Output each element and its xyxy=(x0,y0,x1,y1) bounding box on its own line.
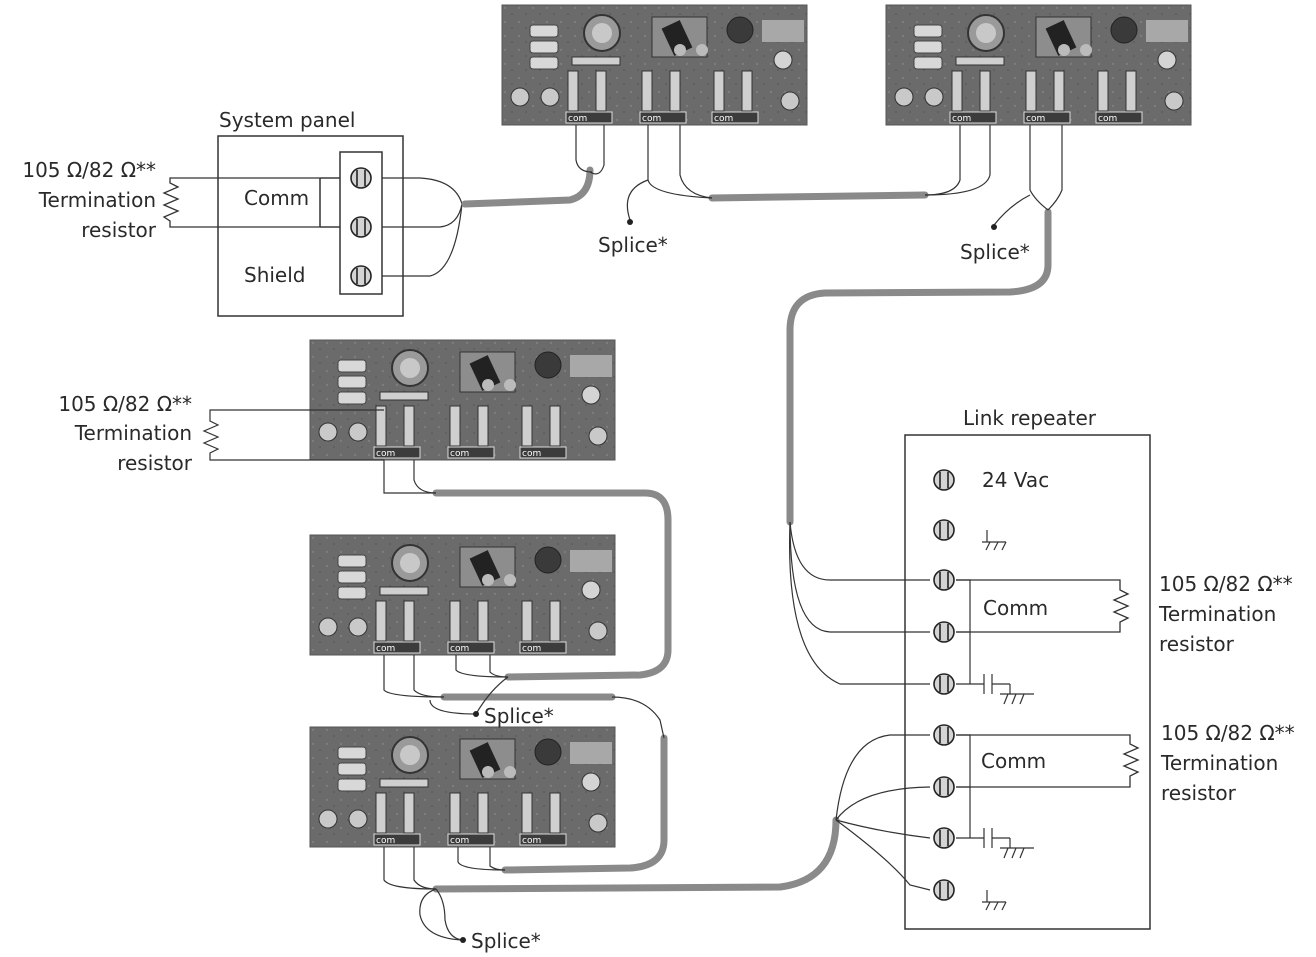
terminal-screw-icon xyxy=(933,569,955,591)
capacitor-ground-icon xyxy=(956,674,1034,705)
terminal-screw-icon xyxy=(933,519,955,541)
link-repeater-comm-label: Comm xyxy=(983,596,1049,620)
termination-label: resistor xyxy=(81,218,156,242)
termination-resistor-repeater xyxy=(956,579,1140,788)
com-terminal-label: com xyxy=(642,114,661,124)
com-terminal-label: com xyxy=(450,836,469,846)
terminal-screw-icon xyxy=(350,167,372,189)
terminal-screw-icon xyxy=(933,673,955,695)
link-repeater-title: Link repeater xyxy=(963,406,1097,430)
system-panel-wires xyxy=(382,177,463,277)
termination-label: resistor xyxy=(1161,781,1236,805)
splice-dot xyxy=(460,937,466,943)
com-terminal-label: com xyxy=(952,114,971,124)
terminal-screw-icon xyxy=(933,621,955,643)
system-panel-comm-label: Comm xyxy=(244,186,310,210)
controller-board-mid-1: com com com xyxy=(309,339,616,461)
terminal-screw-icon xyxy=(350,265,372,287)
terminal-screw-icon xyxy=(933,724,955,746)
splice-dot xyxy=(473,711,479,717)
termination-label: resistor xyxy=(117,451,192,475)
cable-segment xyxy=(708,191,929,202)
termination-value: 105 Ω/82 Ω** xyxy=(58,392,192,416)
system-panel-title: System panel xyxy=(219,108,356,132)
splice-label: Splice* xyxy=(598,233,668,257)
termination-label: Termination xyxy=(74,421,192,445)
splice-label: Splice* xyxy=(471,929,541,953)
com-terminal-label: com xyxy=(450,644,469,654)
cable-segment xyxy=(432,816,840,893)
com-terminal-label: com xyxy=(376,449,395,459)
link-repeater xyxy=(904,434,1151,930)
splice-points xyxy=(460,219,997,943)
com-terminal-label: com xyxy=(568,114,587,124)
com-terminal-label: com xyxy=(376,644,395,654)
ground-icon xyxy=(982,890,1007,911)
termination-label: resistor xyxy=(1159,632,1234,656)
termination-value: 105 Ω/82 Ω** xyxy=(1161,721,1295,745)
termination-label: Termination xyxy=(1159,602,1277,626)
com-terminal-label: com xyxy=(522,644,541,654)
com-terminal-label: com xyxy=(522,836,541,846)
cable-segment xyxy=(432,489,672,681)
controller-board-mid-2: com com com xyxy=(309,534,616,656)
termination-resistor-system-panel xyxy=(162,177,340,228)
com-terminal-label: com xyxy=(1026,114,1045,124)
splice-dot xyxy=(991,224,997,230)
terminal-screw-icon xyxy=(933,879,955,901)
termination-value: 105 Ω/82 Ω** xyxy=(22,158,156,182)
termination-label: Termination xyxy=(1161,751,1279,775)
com-terminal-label: com xyxy=(1098,114,1117,124)
cable-segment xyxy=(786,208,1052,526)
terminal-screw-icon xyxy=(933,827,955,849)
termination-value: 105 Ω/82 Ω** xyxy=(1159,572,1293,596)
link-repeater-comm-label: Comm xyxy=(981,749,1047,773)
terminal-screw-icon xyxy=(350,216,372,238)
controller-board-top-left: com com com xyxy=(501,4,808,126)
splice-label: Splice* xyxy=(484,704,554,728)
system-panel-shield-label: Shield xyxy=(244,263,306,287)
terminal-screw-icon xyxy=(933,776,955,798)
com-terminal-label: com xyxy=(714,114,733,124)
terminal-screw-icon xyxy=(933,469,955,491)
capacitor-ground-icon xyxy=(956,828,1034,859)
controller-board-bottom: com com com xyxy=(309,726,616,848)
ground-icon xyxy=(982,530,1007,551)
termination-label: Termination xyxy=(38,188,156,212)
thin-wires xyxy=(202,125,1063,941)
system-panel xyxy=(217,135,404,317)
link-repeater-power-label: 24 Vac xyxy=(982,468,1050,492)
comm-cables xyxy=(432,166,1052,893)
com-terminal-label: com xyxy=(450,449,469,459)
splice-dot xyxy=(627,219,633,225)
cable-segment xyxy=(461,166,594,208)
com-terminal-label: com xyxy=(522,449,541,459)
cable-segment xyxy=(501,734,668,874)
com-terminal-label: com xyxy=(376,836,395,846)
splice-label: Splice* xyxy=(960,240,1030,264)
controller-board-top-right: com com com xyxy=(885,4,1192,126)
